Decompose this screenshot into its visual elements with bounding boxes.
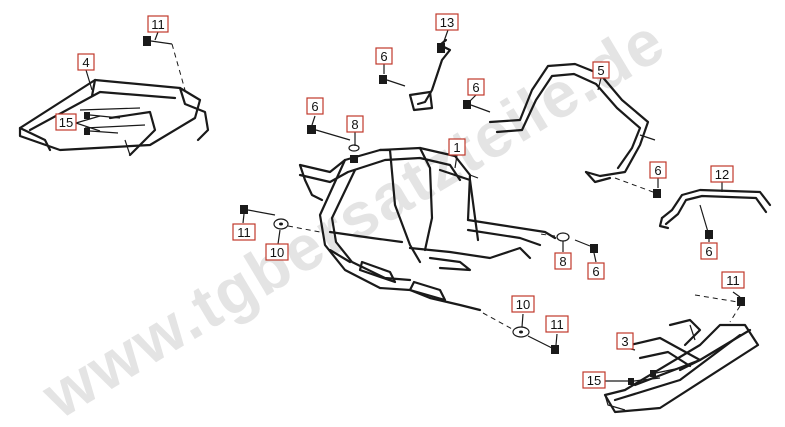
svg-text:11: 11 xyxy=(726,273,740,288)
callout-10-left: 10 xyxy=(265,243,289,261)
svg-text:6: 6 xyxy=(705,244,712,259)
callout-11-top: 11 xyxy=(147,15,169,33)
svg-text:6: 6 xyxy=(311,99,318,114)
svg-text:1: 1 xyxy=(453,140,460,155)
bracket-part-12 xyxy=(658,188,772,233)
callout-6-b: 6 xyxy=(467,78,485,96)
callout-4: 4 xyxy=(77,53,95,71)
svg-text:6: 6 xyxy=(654,163,661,178)
bolt-6-a xyxy=(379,75,406,87)
svg-text:15: 15 xyxy=(587,373,601,388)
washer-10-left xyxy=(273,218,321,233)
svg-text:6: 6 xyxy=(380,49,387,64)
bolts-15-bottom xyxy=(628,367,681,385)
svg-text:11: 11 xyxy=(237,225,251,240)
callout-6-e: 6 xyxy=(587,262,605,280)
callout-10-bottom: 10 xyxy=(511,295,535,313)
svg-text:6: 6 xyxy=(472,80,479,95)
svg-text:3: 3 xyxy=(621,334,628,349)
bolt-11-bottom xyxy=(527,335,559,354)
bracket-part-13 xyxy=(408,38,452,112)
svg-text:15: 15 xyxy=(59,115,73,130)
callout-6-a: 6 xyxy=(375,47,393,65)
callout-6-d: 6 xyxy=(649,161,667,179)
callout-8-top: 8 xyxy=(346,115,364,133)
bolt-11-top xyxy=(143,36,186,91)
callout-11-bottom: 11 xyxy=(545,315,569,333)
svg-text:8: 8 xyxy=(559,254,566,269)
bolts-15-top xyxy=(84,112,121,135)
callout-11-right: 11 xyxy=(721,271,745,289)
bolt-11-left xyxy=(240,205,276,216)
callout-8-right: 8 xyxy=(554,252,572,270)
rear-carrier-part-4 xyxy=(18,78,210,157)
svg-text:8: 8 xyxy=(351,117,358,132)
bolt-6-e xyxy=(574,239,598,253)
washer-10-bottom xyxy=(482,312,530,338)
svg-text:4: 4 xyxy=(82,55,89,70)
svg-text:5: 5 xyxy=(597,63,604,78)
svg-text:11: 11 xyxy=(151,17,165,32)
svg-text:10: 10 xyxy=(270,245,284,260)
bolt-6-b xyxy=(463,100,491,113)
bolt-11-right xyxy=(694,294,745,323)
callout-12: 12 xyxy=(710,165,734,183)
callout-leaders xyxy=(75,29,741,382)
svg-text:6: 6 xyxy=(592,264,599,279)
bolt-6-f xyxy=(705,230,713,239)
callout-3: 3 xyxy=(616,332,634,350)
callout-13: 13 xyxy=(435,13,459,31)
bolt-6-c xyxy=(307,125,351,141)
rear-bar-part-5 xyxy=(488,62,656,184)
callout-5: 5 xyxy=(592,61,610,79)
callout-15-bottom: 15 xyxy=(582,371,606,389)
callout-1: 1 xyxy=(448,138,466,156)
callout-6-f: 6 xyxy=(700,242,718,260)
bolt-6-d xyxy=(614,177,661,198)
callout-11-left: 11 xyxy=(232,223,256,241)
svg-text:10: 10 xyxy=(516,297,530,312)
main-frame-part-1 xyxy=(298,146,557,312)
svg-text:11: 11 xyxy=(550,317,564,332)
svg-text:13: 13 xyxy=(440,15,454,30)
svg-text:12: 12 xyxy=(715,167,729,182)
callout-15-top: 15 xyxy=(55,113,77,131)
callout-6-c: 6 xyxy=(306,97,324,115)
washer-8-top xyxy=(348,144,360,163)
